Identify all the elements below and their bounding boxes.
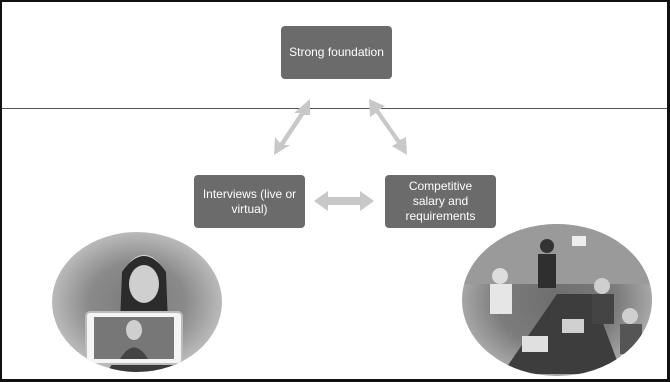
node-strong-foundation-label: Strong foundation — [289, 45, 384, 59]
arrow-top-left — [274, 99, 310, 155]
arrow-top-left-shape — [274, 99, 310, 155]
arrow-top-right-shape — [369, 99, 407, 155]
video-call-photo — [52, 232, 222, 372]
node-interviews-label: Interviews (live or virtual) — [202, 186, 297, 216]
meeting-room-photo — [462, 224, 652, 376]
node-interviews: Interviews (live or virtual) — [194, 175, 305, 228]
node-competitive-salary-label: Competitive salary and requirements — [405, 179, 476, 223]
group-meeting-icon — [462, 224, 652, 374]
arrow-top-right — [369, 99, 407, 155]
person-video-call-icon — [85, 255, 183, 372]
node-competitive-salary: Competitive salary and requirements — [385, 175, 496, 228]
arrow-left-right — [314, 191, 374, 211]
node-strong-foundation: Strong foundation — [281, 26, 392, 79]
horizontal-divider — [2, 108, 667, 109]
arrow-left-right-shape — [314, 191, 374, 211]
